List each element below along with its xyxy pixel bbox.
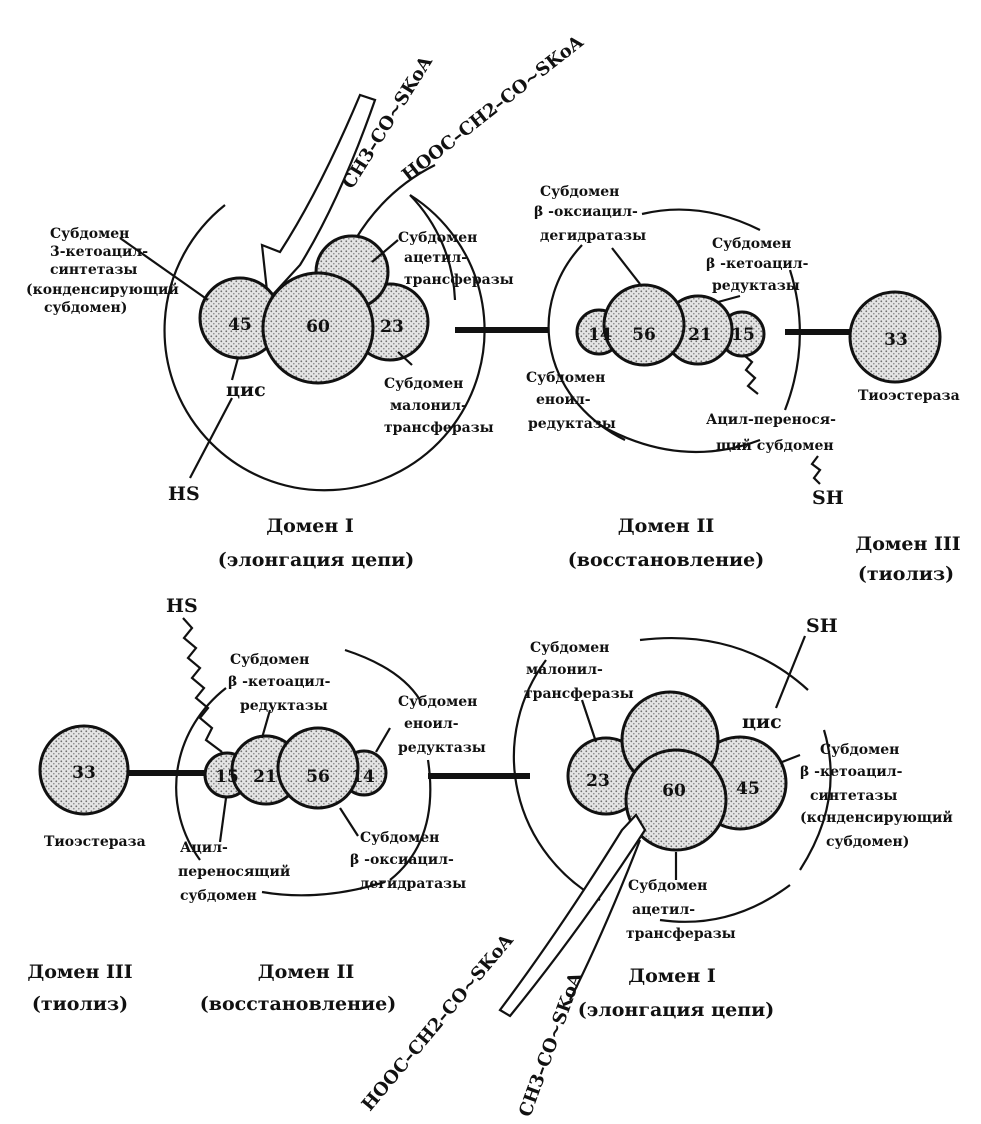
top-substrate-channel — [260, 93, 377, 303]
bottom-domain3-subtitle: (тиолиз) — [32, 993, 128, 1015]
bottom-hs-label: HS — [166, 595, 198, 617]
bottom-thioesterase-label: Тиоэстераза — [44, 834, 146, 850]
top-hs-line — [189, 397, 233, 479]
bottom-blob-60 — [624, 748, 728, 852]
bottom-malonyl-pointer — [580, 699, 598, 743]
top-blob-56 — [602, 283, 686, 367]
bottom-domain1-arc-top — [639, 636, 809, 691]
top-thioesterase-label: Тиоэстераза — [858, 388, 960, 404]
top-num-15: 15 — [731, 325, 755, 345]
top-domain-2: 14 56 21 15 Субдомен β -оксиацил- дегидр… — [526, 184, 844, 571]
bottom-phosphopantetheine-arm — [182, 617, 223, 753]
top-blob-60 — [261, 271, 375, 385]
bottom-domain2-title: Домен II — [258, 961, 355, 983]
bottom-blob-56 — [276, 726, 360, 810]
bottom-synthase-pointer — [781, 753, 801, 764]
top-domain-3: 33 Тиоэстераза Домен III (тиолиз) — [848, 290, 961, 585]
bottom-domain2-subtitle: (восстановление) — [200, 993, 396, 1015]
bottom-enoyl-pointer — [375, 727, 391, 753]
top-domain2-arc-top — [641, 208, 761, 231]
top-num-45: 45 — [228, 315, 252, 335]
bottom-num-56: 56 — [306, 767, 330, 787]
bottom-num-21: 21 — [253, 767, 277, 787]
top-reductase-label: Субдомен β -кетоацил- редуктазы — [706, 236, 813, 294]
bottom-domain1-arc — [512, 659, 601, 901]
top-num-23: 23 — [380, 317, 404, 337]
top-domain2-arc-right — [783, 269, 801, 411]
top-domain2-arc-bottom — [599, 424, 761, 454]
top-blob-33 — [848, 290, 942, 384]
top-domain2-arc-left — [547, 244, 626, 441]
top-domain-1: 45 60 23 CH3–CO~SKoA HOOC–CH2–CO~SKoA Су… — [26, 31, 588, 571]
top-domain2-title: Домен II — [618, 515, 715, 537]
bottom-domain3-title: Домен III — [27, 961, 132, 983]
top-malonyl-transferase-label: Субдомен малонил- трансферазы — [384, 376, 494, 436]
top-synthase-pointer — [119, 237, 209, 301]
top-malonyl-pointer — [397, 351, 413, 366]
top-domain1-arc-right — [409, 194, 457, 301]
top-acetyl-transferase-label: Субдомен ацетил- трансферазы — [398, 230, 514, 288]
bottom-num-33: 33 — [72, 763, 96, 783]
top-sh-arm — [810, 455, 822, 485]
bottom-domain2-arc-bottom — [261, 880, 386, 897]
bottom-dehydratase-label: Субдомен β -оксиацил- дегидратазы — [350, 830, 466, 892]
bottom-acyl-pointer — [218, 797, 228, 843]
top-domain1-subtitle: (элонгация цепи) — [218, 549, 414, 571]
top-domain3-subtitle: (тиолиз) — [858, 563, 954, 585]
bottom-substrate-channel — [498, 813, 647, 1018]
top-domain1-arc — [163, 194, 486, 492]
top-hs-label: HS — [168, 483, 200, 505]
bottom-domain1-arc-bottom — [659, 884, 791, 923]
bottom-sh-label: SH — [806, 615, 838, 637]
top-num-60: 60 — [306, 317, 330, 337]
bottom-sh-line — [774, 635, 807, 709]
bottom-acyl-carrier-label: Ацил- переносящий субдомен — [178, 840, 295, 904]
top-enoyl-reductase-label: Субдомен еноил- редуктазы — [526, 370, 616, 432]
top-num-33: 33 — [884, 330, 908, 350]
bottom-reductase-label: Субдомен β -кетоацил- редуктазы — [228, 652, 335, 714]
top-acyl-carrier-label: Ацил-перенося- щий субдомен — [706, 412, 841, 454]
top-acetyl-pointer — [371, 239, 399, 263]
bottom-cys-label: цис — [742, 711, 782, 733]
bottom-dehydratase-pointer — [339, 807, 359, 837]
top-malonyl-line — [354, 164, 436, 241]
bottom-num-45: 45 — [736, 779, 760, 799]
bottom-acetyl-line — [569, 839, 642, 1001]
top-num-56: 56 — [632, 325, 656, 345]
top-phosphopantetheine-arm — [744, 355, 759, 395]
bottom-num-14: 14 — [351, 767, 375, 787]
top-chem-malonyl: HOOC–CH2–CO~SKoA — [398, 31, 588, 186]
top-domain3-title: Домен III — [855, 533, 960, 555]
bottom-domain1-title: Домен I — [628, 965, 716, 987]
top-dehydratase-pointer — [611, 247, 641, 285]
bottom-chem-malonyl: HOOC–CH2–CO~SKoA — [358, 929, 519, 1115]
bottom-domain1-arc-right — [799, 729, 832, 871]
bottom-acetyl-transferase-label: Субдомен ацетил- трансферазы — [626, 878, 736, 942]
bottom-num-23: 23 — [586, 771, 610, 791]
top-reductase-pointer — [717, 294, 741, 304]
top-domain2-subtitle: (восстановление) — [568, 549, 764, 571]
bottom-domain1-subtitle: (элонгация цепи) — [578, 999, 774, 1021]
bottom-reductase-pointer — [260, 709, 272, 739]
top-num-14: 14 — [588, 325, 612, 345]
top-num-21: 21 — [688, 325, 712, 345]
top-dehydratase-label: Субдомен β -оксиацил- дегидратазы — [534, 184, 646, 244]
top-cys-label: цис — [226, 379, 266, 401]
bottom-enoyl-reductase-label: Субдомен еноил- редуктазы — [398, 694, 486, 756]
top-sh-label: SH — [812, 487, 844, 509]
bottom-malonyl-transferase-label: Субдомен малонил- трансферазы — [524, 640, 634, 702]
top-domain1-title: Домен I — [266, 515, 354, 537]
bottom-domain-3: 33 Тиоэстераза Домен III (тиолиз) — [27, 724, 146, 1015]
top-cys-pointer — [230, 357, 240, 381]
bottom-domain-2: 15 21 56 14 HS Субдомен β -кетоацил- ред… — [166, 595, 486, 1015]
bottom-num-60: 60 — [662, 781, 686, 801]
top-synthase-label: Субдомен 3-кетоацил- синтетазы (конденси… — [26, 226, 184, 316]
bottom-synthase-label: Субдомен β -кетоацил- синтетазы (конденс… — [800, 742, 958, 850]
bottom-domain2-arc-top — [344, 648, 421, 701]
bottom-num-15: 15 — [215, 767, 239, 787]
